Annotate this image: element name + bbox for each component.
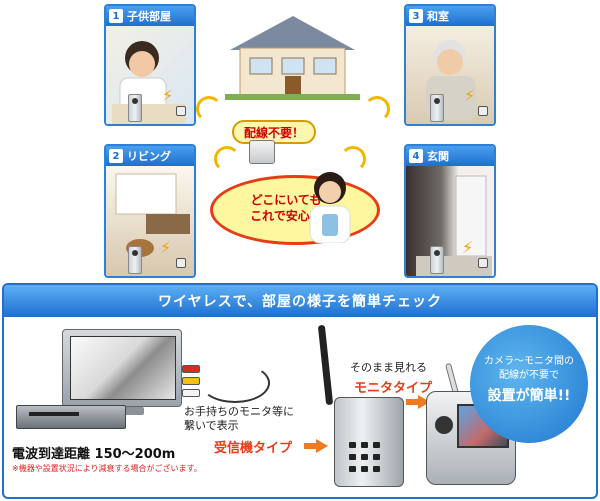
room-number: 1 bbox=[109, 9, 123, 23]
rca-plug-white bbox=[182, 389, 200, 397]
feature-panel: ワイヤレスで、部屋の様子を簡単チェック お手持ちのモニタ等に 繋いで表示 受信機… bbox=[2, 283, 598, 499]
button-icon bbox=[349, 454, 356, 460]
power-plug bbox=[176, 106, 186, 116]
button-icon bbox=[349, 466, 356, 472]
bubble-line-2: これで安心！ bbox=[250, 209, 322, 223]
dial-icon bbox=[435, 416, 453, 434]
room-number: 2 bbox=[109, 149, 123, 163]
camera-device bbox=[430, 246, 444, 274]
arrow-right-icon bbox=[304, 439, 328, 453]
own-monitor-text: お手持ちのモニタ等に 繋いで表示 bbox=[184, 405, 294, 433]
button-icon bbox=[349, 442, 356, 448]
room-header: 2 リビング bbox=[106, 146, 194, 166]
antenna bbox=[317, 324, 334, 406]
info-circle bbox=[470, 325, 588, 443]
receiver-type-label: 受信機タイプ bbox=[214, 441, 293, 456]
button-icon bbox=[373, 442, 380, 448]
monitor-type-label: モニタタイプ bbox=[354, 381, 433, 396]
room-label: リビング bbox=[127, 150, 171, 163]
info-text: カメラ～モニタ間の 配線が不要で bbox=[474, 355, 584, 383]
camera-device bbox=[128, 94, 142, 122]
speech-bubble bbox=[210, 175, 380, 245]
room-number: 4 bbox=[409, 149, 423, 163]
tv-screen bbox=[70, 336, 176, 400]
room-number: 3 bbox=[409, 9, 423, 23]
room-photo bbox=[406, 166, 494, 276]
recorder-slot bbox=[29, 412, 79, 416]
own-monitor-line-2: 繋いで表示 bbox=[184, 419, 239, 432]
disclaimer-note: ※機器や設置状況により減衰する場合がございます。 bbox=[12, 464, 202, 473]
bubble-line-1: どこにいても bbox=[250, 193, 322, 207]
own-monitor-line-1: お手持ちのモニタ等に bbox=[184, 405, 294, 418]
receiver-device bbox=[249, 140, 275, 164]
room-card-japanese: 3 和室 ⚡ bbox=[404, 4, 496, 126]
camera-device bbox=[128, 246, 142, 274]
signal-wave-icon bbox=[364, 96, 390, 122]
room-label: 子供部屋 bbox=[127, 10, 171, 23]
signal-wave-icon bbox=[196, 96, 222, 122]
info-highlight: 設置が簡単!! bbox=[487, 388, 571, 404]
wireless-signal-icon: ⚡ bbox=[162, 86, 174, 105]
distance-text: 電波到達距離 150～200m bbox=[12, 447, 176, 462]
bubble-text: どこにいても これで安心！ bbox=[236, 192, 336, 224]
receiver-device bbox=[334, 397, 404, 487]
room-card-kids: 1 子供部屋 ⚡ bbox=[104, 4, 196, 126]
button-icon bbox=[373, 466, 380, 472]
no-wiring-label: 配線不要！ bbox=[244, 125, 305, 140]
signal-wave-icon bbox=[214, 146, 240, 172]
info-line-2: 配線が不要で bbox=[499, 370, 559, 381]
room-label: 玄関 bbox=[427, 150, 449, 163]
rca-plug-yellow bbox=[182, 377, 200, 385]
button-icon bbox=[361, 442, 368, 448]
wireless-signal-icon: ⚡ bbox=[462, 238, 474, 257]
power-plug bbox=[176, 258, 186, 268]
rca-plug-red bbox=[182, 365, 200, 373]
button-icon bbox=[361, 466, 368, 472]
room-photo bbox=[106, 166, 194, 276]
woman-illustration bbox=[300, 168, 360, 244]
panel-title: ワイヤレスで、部屋の様子を簡単チェック bbox=[4, 285, 596, 317]
room-header: 4 玄関 bbox=[406, 146, 494, 166]
house-illustration bbox=[225, 10, 360, 100]
room-card-entrance: 4 玄関 ⚡ bbox=[404, 144, 496, 278]
info-line-1: カメラ～モニタ間の bbox=[484, 356, 574, 367]
power-plug bbox=[478, 258, 488, 268]
camera-device bbox=[430, 94, 444, 122]
wireless-signal-icon: ⚡ bbox=[464, 86, 476, 105]
wireless-signal-icon: ⚡ bbox=[160, 238, 172, 257]
view-as-is-text: そのまま見れる bbox=[350, 361, 427, 374]
room-header: 3 和室 bbox=[406, 6, 494, 26]
av-cable bbox=[200, 363, 270, 403]
room-card-living: 2 リビング ⚡ bbox=[104, 144, 196, 278]
room-label: 和室 bbox=[427, 10, 449, 23]
button-icon bbox=[373, 454, 380, 460]
room-header: 1 子供部屋 bbox=[106, 6, 194, 26]
button-icon bbox=[361, 454, 368, 460]
recorder-illustration bbox=[16, 405, 126, 429]
tv-illustration bbox=[62, 329, 182, 407]
power-plug bbox=[478, 106, 488, 116]
signal-wave-icon bbox=[340, 146, 366, 172]
